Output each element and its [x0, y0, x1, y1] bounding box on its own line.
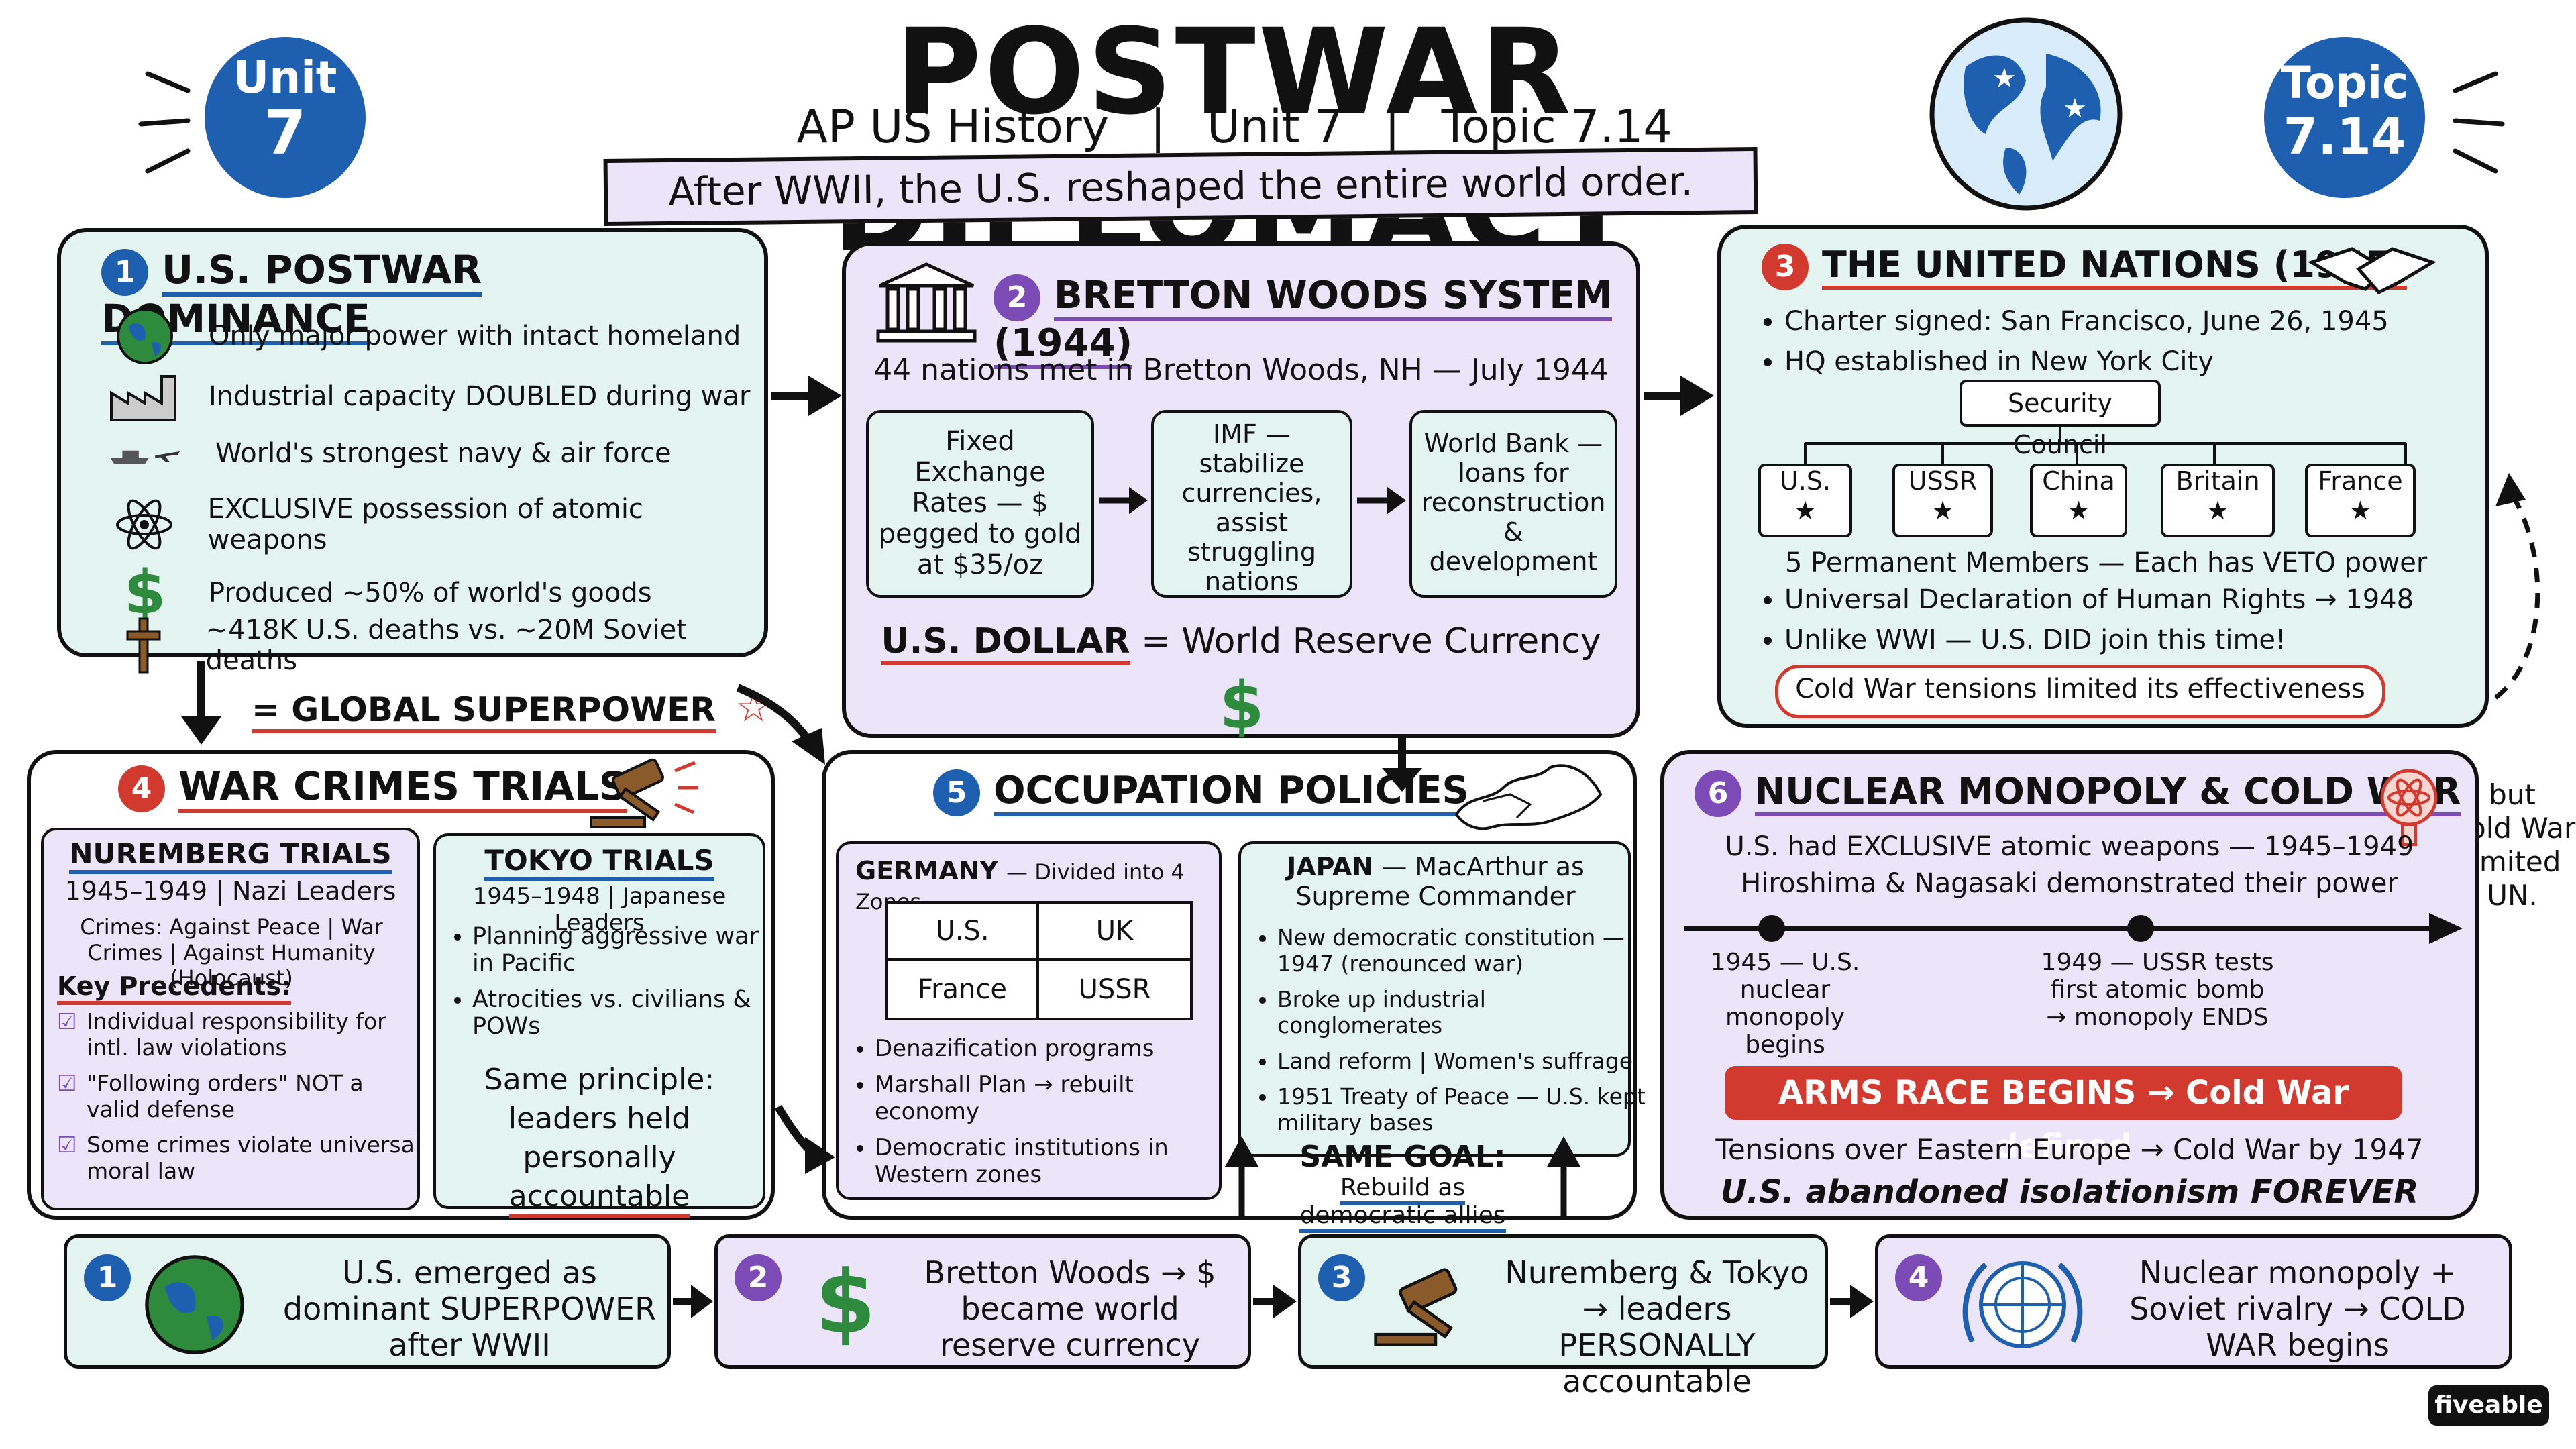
- atomic-explosion-icon: [2380, 769, 2438, 846]
- gavel-icon: [590, 758, 698, 828]
- fixed-rates-box: Fixed Exchange Rates — $ pegged to gold …: [866, 410, 1094, 598]
- gavel-icon: [1374, 1268, 1458, 1346]
- cross-icon: [126, 617, 161, 674]
- bank-building-icon: [876, 262, 977, 343]
- dollar-icon: $: [815, 1251, 876, 1353]
- earth-icon: [145, 1255, 244, 1354]
- list-item: ~418K U.S. deaths vs. ~20M Soviet deaths: [108, 614, 764, 676]
- un-emblem-icon: [1962, 1261, 2083, 1348]
- nuremberg-box: NUREMBERG TRIALS 1945–1949 | Nazi Leader…: [41, 828, 421, 1210]
- summary-arrows: [673, 1285, 1874, 1318]
- veto-text: 5 Permanent Members — Each has VETO powe…: [1785, 547, 2428, 578]
- arrow-right-icon: [1099, 487, 1148, 514]
- member-box-china: China★: [2030, 464, 2127, 537]
- factory-icon: [110, 375, 176, 421]
- member-box-us: U.S.★: [1758, 464, 1852, 537]
- badge-burst-icon: [138, 71, 191, 174]
- list-item: EXCLUSIVE possession of atomic weapons: [108, 494, 764, 555]
- brand-logo: fiveable: [2428, 1385, 2549, 1426]
- arms-race-banner: ARMS RACE BEGINS → Cold War defined: [1725, 1066, 2402, 1165]
- japan-box: JAPAN — MacArthur as Supreme Commander N…: [1238, 841, 1646, 1157]
- member-box-ussr: USSR★: [1892, 464, 1993, 537]
- summary-card-2: 2 $ Bretton Woods → $ became world reser…: [714, 1234, 1251, 1368]
- summary-card-1: 1 U.S. emerged as dominant SUPERPOWER af…: [64, 1234, 671, 1368]
- timeline-1945: 1945 — U.S. nuclear monopoly begins: [1710, 949, 1860, 1059]
- world-bank-box: World Bank — loans for reconstruction & …: [1409, 410, 1617, 598]
- summary-card-4: 4 Nuclear monopoly + Soviet rivalry → CO…: [1875, 1234, 2512, 1368]
- topic-badge: Topic 7.14: [2264, 37, 2425, 198]
- earth-icon: [117, 308, 173, 364]
- imf-box: IMF — stabilize currencies, assist strug…: [1151, 410, 1352, 598]
- list-item: World's strongest navy & air force: [108, 430, 672, 477]
- europe-map-icon: [1454, 764, 1603, 830]
- battleship-plane-icon: [110, 450, 180, 464]
- list-item: $ Produced ~50% of world's goods: [123, 557, 652, 628]
- tokyo-box: TOKYO TRIALS 1945–1948 | Japanese Leader…: [433, 833, 765, 1218]
- reserve-currency: U.S. DOLLAR = World Reserve Currency: [846, 621, 1636, 665]
- unit-badge: Unit 7: [205, 37, 366, 198]
- page-subtitle: AP US History | Unit 7 | Topic 7.14: [796, 101, 1672, 154]
- timeline: [1684, 913, 2463, 944]
- dashed-arrow: [2493, 473, 2540, 700]
- dollar-icon: $: [123, 557, 166, 628]
- badge-burst-icon: [2453, 71, 2505, 174]
- germany-box: GERMANY — Divided into 4 Zones U.S. UK F…: [836, 841, 1222, 1200]
- goal-arrows: [1225, 1136, 1580, 1217]
- dollar-icon: $: [1219, 668, 1265, 743]
- timeline-1949: 1949 — USSR tests first atomic bomb → mo…: [2041, 949, 2274, 1031]
- same-goal: SAME GOAL: Rebuild as democratic allies: [1269, 1140, 1537, 1233]
- list-item: Industrial capacity DOUBLED during war: [108, 370, 750, 423]
- un-limit-callout: Cold War tensions limited its effectiven…: [1775, 665, 2385, 718]
- un-facts-top: Charter signed: San Francisco, June 26, …: [1755, 306, 2389, 386]
- atom-icon: [116, 499, 173, 550]
- meeting-text: 44 nations met in Bretton Woods, NH — Ju…: [873, 353, 1609, 387]
- handshake-icon: [2308, 247, 2436, 295]
- org-chart-lines: [1804, 427, 2407, 464]
- globe-icon: ★ ★: [1929, 17, 2123, 211]
- summary-card-3: 3 Nuremberg & Tokyo → leaders PERSONALLY…: [1298, 1234, 1828, 1399]
- zones-grid: U.S. UK France USSR: [885, 901, 1193, 1020]
- svg-text:★: ★: [1992, 63, 2017, 94]
- arrow-right-icon: [1357, 487, 1406, 514]
- member-box-france: France★: [2305, 464, 2416, 537]
- member-box-britain: Britain★: [2161, 464, 2275, 537]
- un-facts-bottom: Universal Declaration of Human Rights → …: [1755, 584, 2414, 665]
- list-item: Only major power with intact homeland: [108, 306, 741, 366]
- svg-text:★: ★: [2063, 93, 2087, 124]
